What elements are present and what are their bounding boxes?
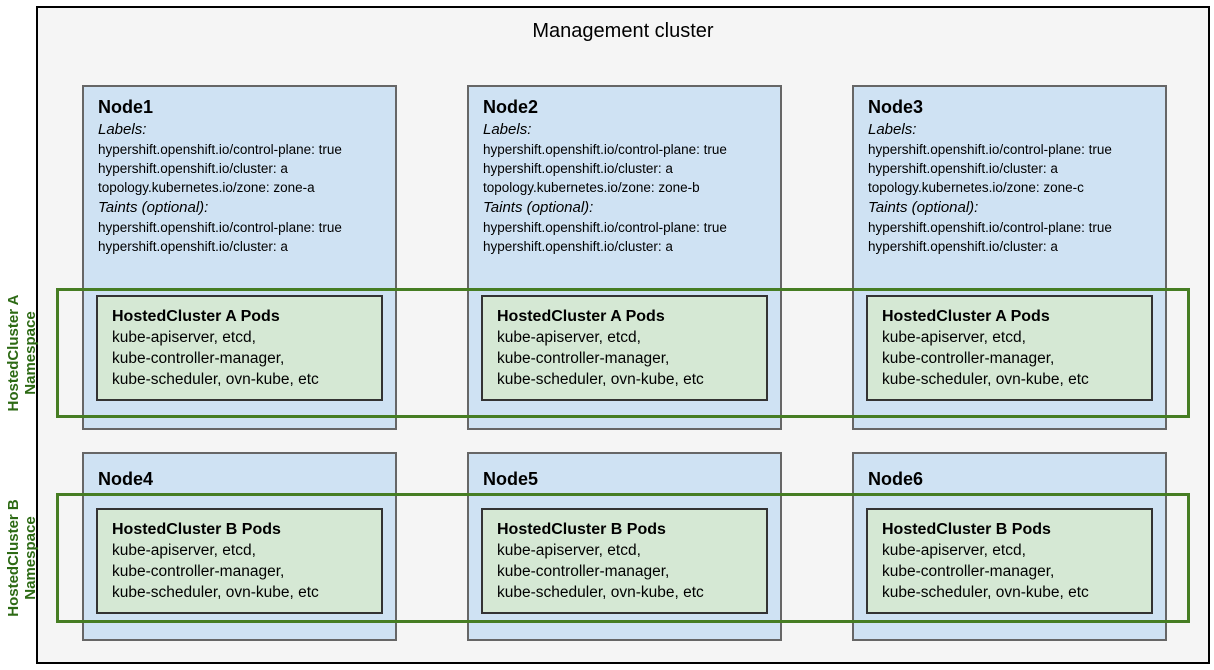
node1-box: Node1 Labels: hypershift.openshift.io/co… — [82, 85, 397, 430]
node3-taint-line: hypershift.openshift.io/cluster: a — [868, 239, 1058, 254]
node6-pods-line: kube-scheduler, ovn-kube, etc — [882, 584, 1089, 601]
node3-label-line: topology.kubernetes.io/zone: zone-c — [868, 180, 1084, 195]
node4-pods-line: kube-scheduler, ovn-kube, etc — [112, 584, 319, 601]
node6-title: Node6 — [868, 469, 924, 489]
node5-pods-box: HostedCluster B Pods kube-apiserver, etc… — [481, 508, 768, 614]
node2-pods-box: HostedCluster A Pods kube-apiserver, etc… — [481, 295, 768, 401]
hostedcluster-b-namespace-label-line2: Namespace — [22, 516, 39, 600]
node1-pods-line: kube-scheduler, ovn-kube, etc — [112, 371, 319, 388]
node3-label-line: hypershift.openshift.io/cluster: a — [868, 161, 1058, 176]
node1-pods-line: kube-apiserver, etcd, — [112, 329, 256, 346]
node4-title: Node4 — [98, 469, 154, 489]
node1-labels-heading: Labels: — [98, 121, 147, 138]
hostedcluster-b-namespace-label: HostedCluster B Namespace — [5, 473, 39, 643]
node4-pods-line: kube-controller-manager, — [112, 563, 285, 580]
node4-pods-title: HostedCluster B Pods — [112, 521, 281, 538]
node1-taints-heading: Taints (optional): — [98, 199, 209, 216]
node6-box: Node6 HostedCluster B Pods kube-apiserve… — [852, 452, 1167, 641]
node3-taints-heading: Taints (optional): — [868, 199, 979, 216]
node6-pods-title: HostedCluster B Pods — [882, 521, 1051, 538]
node3-pods-line: kube-apiserver, etcd, — [882, 329, 1026, 346]
node4-pods-box: HostedCluster B Pods kube-apiserver, etc… — [96, 508, 383, 614]
node2-label-line: topology.kubernetes.io/zone: zone-b — [483, 180, 700, 195]
node1-label-line: hypershift.openshift.io/cluster: a — [98, 161, 288, 176]
hostedcluster-b-namespace-label-line1: HostedCluster B — [5, 499, 22, 617]
node1-label-line: topology.kubernetes.io/zone: zone-a — [98, 180, 315, 195]
node3-pods-line: kube-scheduler, ovn-kube, etc — [882, 371, 1089, 388]
management-cluster-title: Management cluster — [532, 20, 714, 42]
node2-box: Node2 Labels: hypershift.openshift.io/co… — [467, 85, 782, 430]
hostedcluster-a-namespace-label-line2: Namespace — [22, 311, 39, 395]
node4-box: Node4 HostedCluster B Pods kube-apiserve… — [82, 452, 397, 641]
node2-pods-line: kube-scheduler, ovn-kube, etc — [497, 371, 704, 388]
node3-labels-heading: Labels: — [868, 121, 917, 138]
node6-pods-box: HostedCluster B Pods kube-apiserver, etc… — [866, 508, 1153, 614]
node1-title: Node1 — [98, 97, 154, 117]
node2-pods-line: kube-apiserver, etcd, — [497, 329, 641, 346]
node2-taint-line: hypershift.openshift.io/cluster: a — [483, 239, 673, 254]
node4-pods-line: kube-apiserver, etcd, — [112, 542, 256, 559]
node1-pods-title: HostedCluster A Pods — [112, 308, 280, 325]
node1-pods-line: kube-controller-manager, — [112, 350, 285, 367]
node3-pods-line: kube-controller-manager, — [882, 350, 1055, 367]
node1-taint-line: hypershift.openshift.io/cluster: a — [98, 239, 288, 254]
node5-pods-line: kube-scheduler, ovn-kube, etc — [497, 584, 704, 601]
node5-pods-line: kube-apiserver, etcd, — [497, 542, 641, 559]
node2-labels-heading: Labels: — [483, 121, 532, 138]
node1-pods-box: HostedCluster A Pods kube-apiserver, etc… — [96, 295, 383, 401]
node5-pods-line: kube-controller-manager, — [497, 563, 670, 580]
node2-label-line: hypershift.openshift.io/control-plane: t… — [483, 142, 727, 157]
node1-label-line: hypershift.openshift.io/control-plane: t… — [98, 142, 342, 157]
node3-pods-title: HostedCluster A Pods — [882, 308, 1050, 325]
node6-pods-line: kube-apiserver, etcd, — [882, 542, 1026, 559]
node2-pods-line: kube-controller-manager, — [497, 350, 670, 367]
node3-label-line: hypershift.openshift.io/control-plane: t… — [868, 142, 1112, 157]
hostedcluster-a-namespace-label: HostedCluster A Namespace — [5, 268, 39, 438]
hostedcluster-a-namespace-label-line1: HostedCluster A — [5, 294, 22, 412]
node1-taint-line: hypershift.openshift.io/control-plane: t… — [98, 220, 342, 235]
node2-taint-line: hypershift.openshift.io/control-plane: t… — [483, 220, 727, 235]
node5-title: Node5 — [483, 469, 539, 489]
node5-pods-title: HostedCluster B Pods — [497, 521, 666, 538]
node6-pods-line: kube-controller-manager, — [882, 563, 1055, 580]
node3-title: Node3 — [868, 97, 924, 117]
node5-box: Node5 HostedCluster B Pods kube-apiserve… — [467, 452, 782, 641]
node2-title: Node2 — [483, 97, 539, 117]
node2-label-line: hypershift.openshift.io/cluster: a — [483, 161, 673, 176]
node3-pods-box: HostedCluster A Pods kube-apiserver, etc… — [866, 295, 1153, 401]
node2-pods-title: HostedCluster A Pods — [497, 308, 665, 325]
node2-taints-heading: Taints (optional): — [483, 199, 594, 216]
node3-box: Node3 Labels: hypershift.openshift.io/co… — [852, 85, 1167, 430]
node3-taint-line: hypershift.openshift.io/control-plane: t… — [868, 220, 1112, 235]
